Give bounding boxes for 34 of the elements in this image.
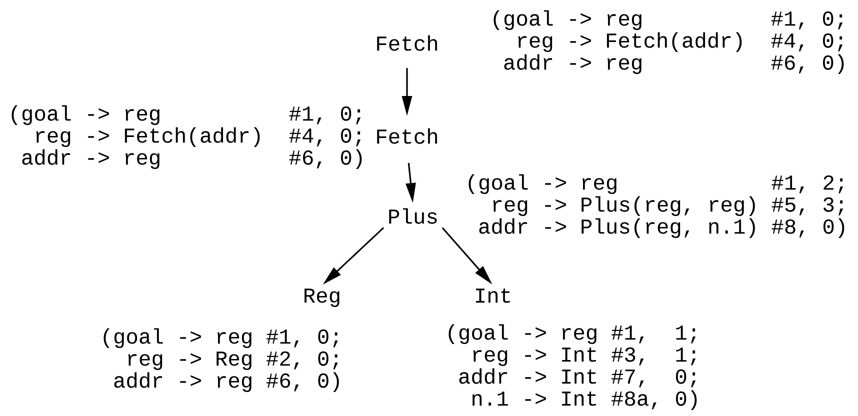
tree-node-label: Fetch xyxy=(377,35,437,51)
annotation-text: reg -> Plus(reg, reg) xyxy=(493,196,755,216)
annotation-text: #4, 0; xyxy=(771,33,843,52)
annotation-text: (goal -> reg xyxy=(494,10,642,30)
annotation-text: addr -> reg xyxy=(504,54,642,74)
annotation-text: reg -> Reg #2, 0; xyxy=(128,351,338,370)
annotation-text: addr -> reg xyxy=(22,149,160,170)
annotation-text: #8, 0) xyxy=(772,218,844,238)
annotation-text: (goal -> reg #1, xyxy=(448,324,644,344)
annotation-text: reg -> Fetch(addr) xyxy=(36,127,260,148)
annotation-text: reg -> Fetch(addr) xyxy=(518,32,742,52)
tree-node-label: Int xyxy=(476,288,510,303)
annotation-text: (goal -> reg xyxy=(468,174,616,194)
annotation-text: n.1 -> Int #8a, xyxy=(472,391,656,410)
tree-node-label: Reg xyxy=(304,288,340,308)
annotation-text: addr -> Int #7, xyxy=(459,368,644,388)
annotation-text: #1, 2; xyxy=(772,175,844,194)
annotation-text: #1, 0; xyxy=(771,11,843,30)
tree-node-label: Plus xyxy=(389,208,437,224)
annotation-text: 0; xyxy=(676,369,696,388)
annotation-text: 1; xyxy=(676,326,696,344)
annotation-text: #6, 0) xyxy=(289,149,362,170)
annotation-text: #6, 0) xyxy=(771,54,844,74)
annotation-text: 0) xyxy=(676,390,697,410)
annotation-text: #1, 0; xyxy=(289,106,361,124)
annotation-text: addr -> reg #6, 0) xyxy=(114,372,339,392)
annotation-text: addr -> Plus(reg, n.1) xyxy=(479,218,755,238)
annotation-text: #4, 0; xyxy=(289,128,361,146)
tree-node-label: Fetch xyxy=(377,128,437,144)
annotation-text: (goal -> reg xyxy=(12,105,160,126)
annotation-text: 1; xyxy=(676,348,696,366)
annotation-text: #5, 3; xyxy=(772,197,844,216)
annotation-text: reg -> Int #3, xyxy=(473,347,644,366)
annotation-text: (goal -> reg #1, 0; xyxy=(104,328,338,348)
